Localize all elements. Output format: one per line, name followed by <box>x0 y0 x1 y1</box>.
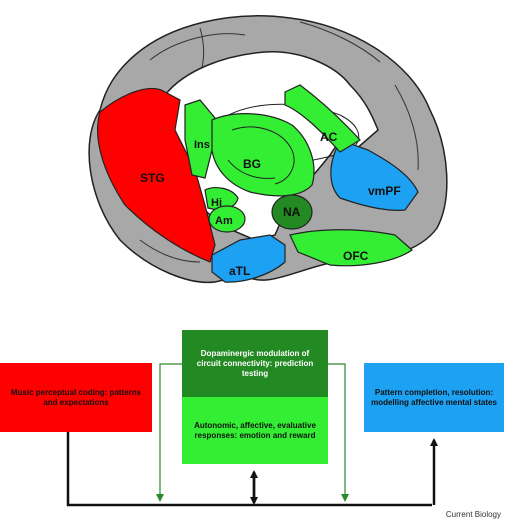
dopaminergic-label: Dopaminergic modulation of circuit conne… <box>196 348 314 378</box>
perceptual-coding-box: Music perceptual coding: patterns and ex… <box>0 363 152 432</box>
label-ofc: OFC <box>343 249 369 263</box>
label-vmpf: vmPF <box>368 184 401 198</box>
sulcus-line <box>149 33 246 61</box>
label-am: Am <box>215 215 233 227</box>
bg-inner-outline <box>227 159 276 179</box>
green-arrow-right <box>328 363 349 502</box>
pattern-completion-box: Pattern completion, resolution: modellin… <box>364 363 504 432</box>
am-region <box>208 205 246 233</box>
dopaminergic-box: Dopaminergic modulation of circuit conne… <box>182 330 328 397</box>
pattern-completion-label: Pattern completion, resolution: modellin… <box>371 387 497 407</box>
label-ins: Ins <box>194 139 210 151</box>
baseline-arrow <box>66 432 432 507</box>
ofc-region <box>289 229 413 267</box>
journal-credit: Current Biology <box>445 510 501 519</box>
ins-region <box>184 99 216 179</box>
sulcus-line <box>299 21 381 63</box>
sulcus-line <box>394 84 419 171</box>
autonomic-label: Autonomic, affective, evaluative respons… <box>194 420 316 440</box>
stg-region <box>97 87 216 263</box>
label-na: NA <box>283 205 301 219</box>
sulcus-line <box>139 239 201 263</box>
na-region <box>271 194 313 230</box>
label-hi: Hi <box>211 197 222 209</box>
autonomic-box: Autonomic, affective, evaluative respons… <box>182 397 328 464</box>
ac-region <box>284 84 361 153</box>
perceptual-coding-label: Music perceptual coding: patterns and ex… <box>10 387 142 407</box>
bg-inner-outline <box>231 126 295 185</box>
vmpf-region <box>330 139 419 211</box>
atl-region <box>211 234 286 283</box>
green-arrow-left <box>156 363 182 502</box>
label-atl: aTL <box>229 264 250 278</box>
label-stg: STG <box>140 171 165 185</box>
label-bg: BG <box>243 157 261 171</box>
label-ac: AC <box>320 130 338 144</box>
